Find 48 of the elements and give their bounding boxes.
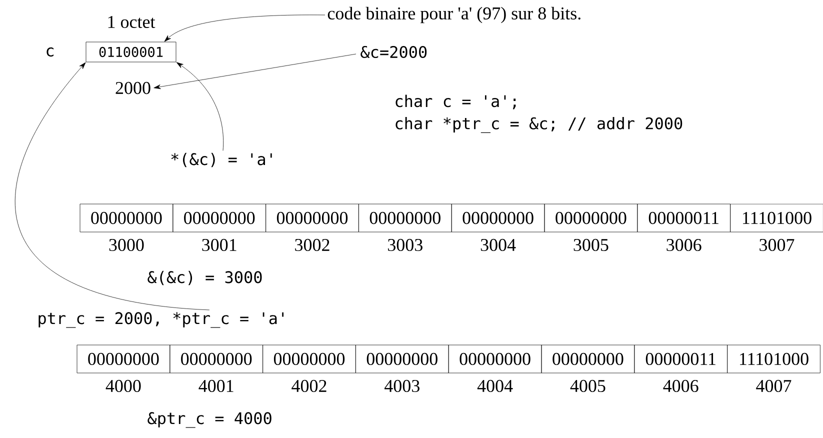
arrow [164,14,326,42]
address-label: 4000 [106,380,141,392]
memory-cell: 00000000 [451,204,545,232]
memory-cell: 00000000 [541,344,635,374]
code-text: &c=2000 [360,46,427,58]
size-label: 1 octet [108,16,156,28]
memory-cell: 00000000 [266,204,359,232]
code-text: char c = 'a'; [396,94,516,110]
annotation-text: 2000 [116,82,150,94]
address-label: 3002 [295,238,330,252]
address-label: 4004 [477,380,513,392]
address-label: 4006 [663,380,698,392]
arrow [14,62,210,310]
address-label: 4001 [198,380,234,392]
address-label: 3005 [574,238,608,252]
code-text: ptr_c = 2000, *ptr_c = 'a' [38,312,284,328]
address-label: 4002 [292,380,326,392]
memory-cell: 00000011 [637,204,730,232]
code-text: &(&c) = 3000 [148,270,262,286]
code-text: &ptr_c = 4000 [148,412,272,428]
address-label: 4007 [756,380,792,392]
arrow [154,54,356,90]
memory-cell: 00000000 [356,344,449,374]
address-label: 4003 [384,380,420,392]
address-label: 3001 [202,238,236,252]
address-label: 3003 [388,238,422,252]
memory-cell: 00000000 [80,204,174,232]
annotation-text: code binaire pour 'a' (97) sur 8 bits. [328,6,580,24]
memory-cell: 00000000 [76,344,170,374]
address-label: 3004 [480,238,516,252]
address-label: 3007 [760,238,794,252]
memory-cell: 00000000 [448,344,542,374]
memory-cell: 11101000 [727,344,820,374]
address-label: 3006 [666,238,702,252]
code-text: char *ptr_c = &c; // addr 2000 [396,117,682,133]
address-label: 3000 [109,238,144,252]
memory-cell: 00000000 [172,204,266,232]
memory-cell: 11101000 [730,204,823,232]
memory-cell: 00000011 [634,344,728,374]
variable-name: c [46,47,54,57]
address-label: 4005 [570,380,606,392]
memory-cell: 00000000 [262,344,356,374]
memory-cell: 00000000 [544,204,638,232]
code-text: *(&c) = 'a' [171,152,272,168]
memory-cell: 00000000 [358,204,452,232]
memory-cell: 00000000 [170,344,263,374]
memory-cell: 01100001 [86,42,176,62]
arrow [176,62,224,151]
